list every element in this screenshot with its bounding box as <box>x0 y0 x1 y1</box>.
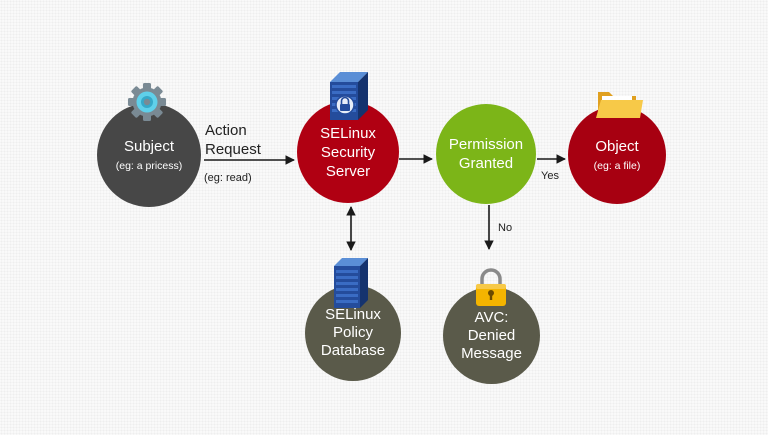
avc-denied-message-node: AVC: Denied Message <box>443 287 540 384</box>
padlock-icon <box>476 268 506 306</box>
avc-line-3: Message <box>461 344 522 362</box>
action-request-line-1: Action <box>205 122 247 139</box>
policy-db-line-3: Database <box>320 342 386 359</box>
folder-icon <box>596 92 643 118</box>
object-subtitle: (eg: a file) <box>593 160 641 172</box>
selinux-server-line-2: Security <box>320 143 376 161</box>
object-node: Object (eg: a file) <box>568 106 666 204</box>
no-label: No <box>498 222 513 234</box>
subject-subtitle: (eg: a pricess) <box>115 160 183 172</box>
gear-icon <box>128 83 166 121</box>
selinux-server-line-1: SELinux <box>320 124 376 142</box>
action-request-label: Action Request <box>205 121 261 159</box>
object-title: Object <box>595 138 639 155</box>
permission-line-1: Permission <box>448 136 524 153</box>
avc-line-2: Denied <box>467 326 516 344</box>
policy-db-line-1: SELinux <box>325 306 381 323</box>
yes-label: Yes <box>541 170 559 182</box>
database-server-icon <box>334 258 368 308</box>
server-lock-icon <box>330 72 368 120</box>
action-request-line-2: Request <box>205 141 261 158</box>
subject-title: Subject <box>123 138 175 155</box>
selinux-security-server-node: SELinux Security Server <box>297 101 399 203</box>
avc-line-1: AVC: <box>474 308 509 326</box>
selinux-server-line-3: Server <box>325 162 371 180</box>
permission-line-2: Granted <box>458 155 514 172</box>
permission-granted-node: Permission Granted <box>436 104 536 204</box>
eg-read-label: (eg: read) <box>204 172 252 184</box>
policy-db-line-2: Policy <box>332 324 373 341</box>
